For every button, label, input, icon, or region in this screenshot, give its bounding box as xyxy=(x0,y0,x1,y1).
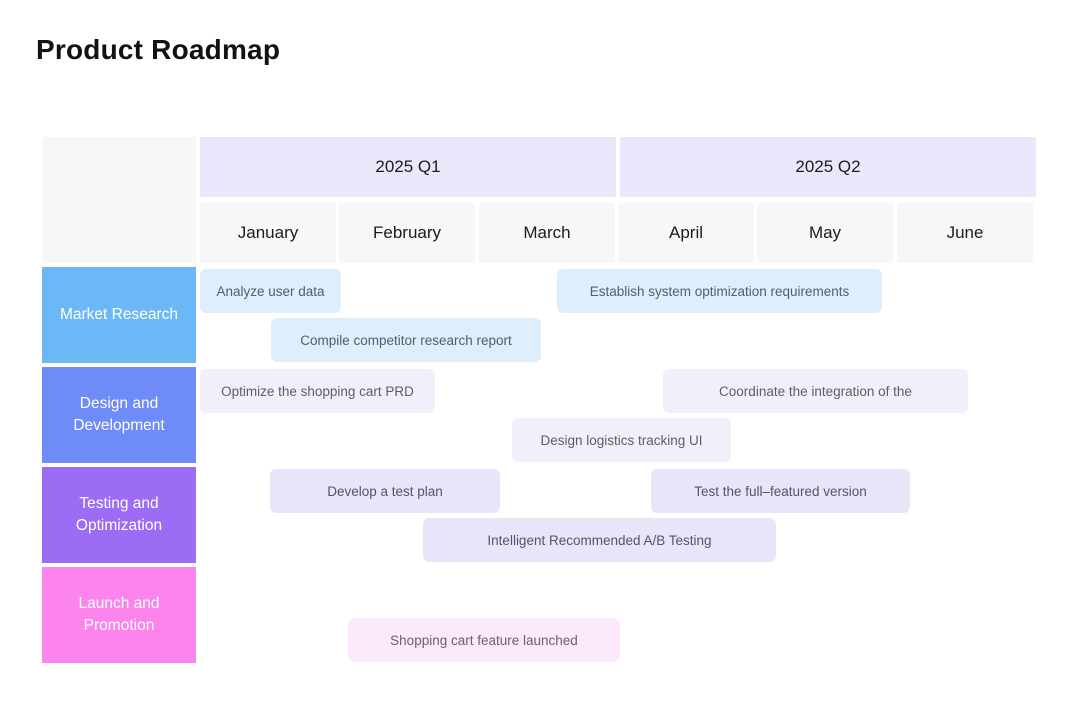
task-bar: Design logistics tracking UI xyxy=(512,418,731,462)
row-label: Market Research xyxy=(42,267,196,363)
row-label: Design and Development xyxy=(42,367,196,463)
month-header-cell: March xyxy=(479,203,615,263)
month-header-cell: February xyxy=(339,203,475,263)
month-header-cell: January xyxy=(200,203,336,263)
row-label: Launch and Promotion xyxy=(42,567,196,663)
corner-cell xyxy=(42,137,196,263)
page-title: Product Roadmap xyxy=(36,34,281,65)
task-bar: Develop a test plan xyxy=(270,469,500,513)
task-bar: Establish system optimization requiremen… xyxy=(557,269,882,313)
month-header-cell: May xyxy=(757,203,893,263)
month-header-cell: June xyxy=(897,203,1033,263)
quarter-header-cell: 2025 Q1 xyxy=(200,137,616,197)
month-header-cell: April xyxy=(618,203,754,263)
task-bar: Shopping cart feature launched xyxy=(348,618,620,662)
row-label: Testing and Optimization xyxy=(42,467,196,563)
quarter-header-cell: 2025 Q2 xyxy=(620,137,1036,197)
task-bar: Intelligent Recommended A/B Testing xyxy=(423,518,776,562)
task-bar: Optimize the shopping cart PRD xyxy=(200,369,435,413)
task-bar: Analyze user data xyxy=(200,269,341,313)
task-bar: Coordinate the integration of the xyxy=(663,369,968,413)
task-bar: Test the full–featured version xyxy=(651,469,910,513)
task-bar: Compile competitor research report xyxy=(271,318,541,362)
